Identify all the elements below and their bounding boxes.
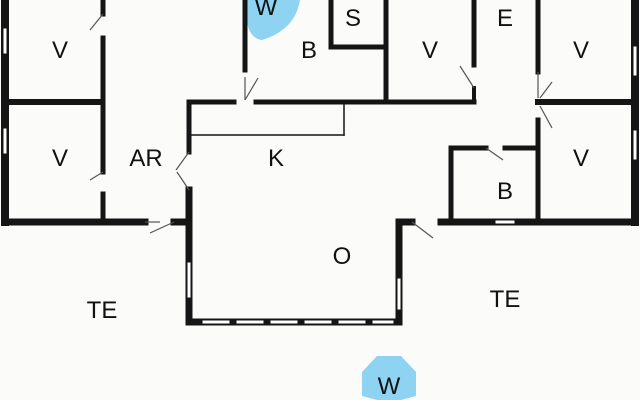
room-labels: V W B S V E V V AR K V B O TE TE W [52,0,589,400]
room-label-te-left: TE [87,297,118,324]
room-label-b-bottom: B [497,178,513,205]
room-label-v-mid-left: V [52,145,68,172]
room-label-v-top-mid: V [422,37,438,64]
room-label-k: K [268,145,284,172]
pool-top [246,0,300,40]
room-label-b-top: B [301,37,317,64]
room-label-te-right: TE [490,286,521,313]
room-label-w-top: W [255,0,278,21]
walls [1,0,639,326]
room-label-v-mid-right: V [573,145,589,172]
room-label-v-top-left: V [52,37,68,64]
room-label-v-top-right: V [573,37,589,64]
room-label-ar: AR [129,145,162,172]
room-label-o: O [333,243,352,270]
room-label-s: S [345,5,361,32]
room-label-e: E [497,5,513,32]
pool-bottom [362,356,416,400]
room-label-w-bottom: W [378,373,401,400]
windows [2,27,638,325]
doors [89,13,553,239]
